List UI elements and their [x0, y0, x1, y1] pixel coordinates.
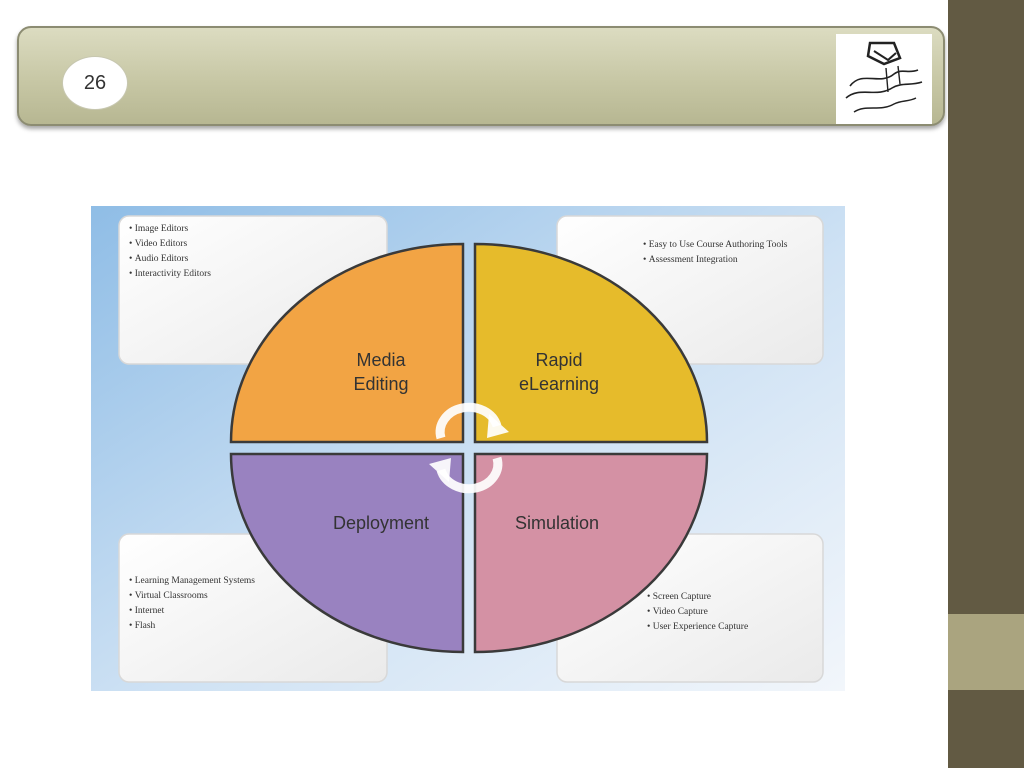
media-editing-label-line1: Media: [356, 350, 406, 370]
list-item: Audio Editors: [129, 252, 299, 267]
elearning-diagram: Media Editing Rapid eLearning Deployment…: [91, 206, 845, 691]
list-item: Screen Capture: [647, 590, 817, 605]
page-number: 26: [83, 71, 107, 94]
deployment-quadrant: [229, 452, 465, 654]
rapid-elearning-label-line2: eLearning: [519, 374, 599, 394]
simulation-quadrant: [473, 452, 709, 654]
list-item: Internet: [129, 604, 279, 619]
list-item: Easy to Use Course Authoring Tools: [643, 238, 813, 253]
list-item: User Experience Capture: [647, 620, 817, 635]
arrowhead-top-icon: [487, 414, 509, 438]
list-item: Learning Management Systems: [129, 574, 279, 589]
side-accent-block: [948, 614, 1024, 690]
rapid-elearning-label-line1: Rapid: [535, 350, 582, 370]
logo-graphic: [845, 41, 923, 113]
media-editing-quadrant: [229, 242, 465, 444]
list-item: Video Capture: [647, 605, 817, 620]
diagram-canvas: Media Editing Rapid eLearning Deployment…: [91, 206, 845, 691]
list-item: Assessment Integration: [643, 253, 813, 268]
rapid-elearning-quadrant: [473, 242, 709, 444]
list-item: Virtual Classrooms: [129, 589, 279, 604]
deployment-list: Learning Management Systems Virtual Clas…: [129, 574, 279, 634]
organization-logo: [836, 34, 932, 124]
list-item: Flash: [129, 619, 279, 634]
header-bar: [17, 26, 945, 126]
page-number-badge: 26: [62, 56, 128, 110]
simulation-label: Simulation: [515, 513, 599, 533]
arrowhead-bottom-icon: [429, 458, 451, 482]
deployment-label: Deployment: [333, 513, 429, 533]
simulation-list: Screen Capture Video Capture User Experi…: [647, 590, 817, 635]
media-editing-list: Image Editors Video Editors Audio Editor…: [129, 222, 299, 282]
list-item: Image Editors: [129, 222, 299, 237]
media-editing-label-line2: Editing: [353, 374, 408, 394]
rapid-elearning-list: Easy to Use Course Authoring Tools Asses…: [643, 238, 813, 268]
list-item: Interactivity Editors: [129, 267, 299, 282]
list-item: Video Editors: [129, 237, 299, 252]
